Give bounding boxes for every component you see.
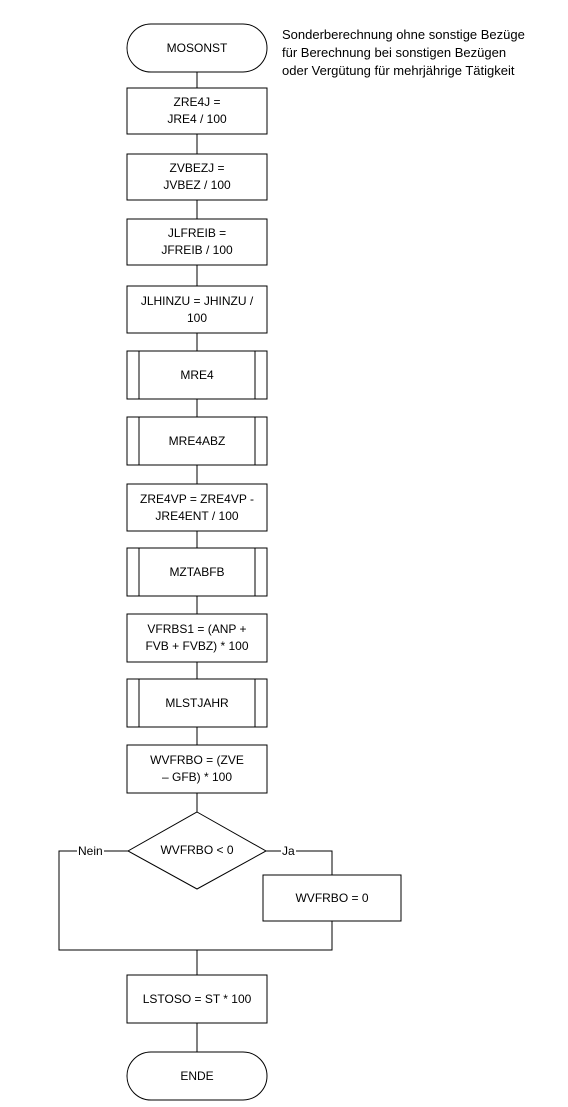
edge-label-no: Nein bbox=[77, 844, 104, 858]
wvfrbo-label: WVFRBO = (ZVE – GFB) * 100 bbox=[150, 753, 244, 784]
connector-yes-branch bbox=[266, 850, 333, 875]
zre4j-label: ZRE4J = JRE4 / 100 bbox=[167, 95, 227, 126]
process-box-zvbezj bbox=[126, 153, 268, 201]
start-label: MOSONST bbox=[166, 40, 228, 55]
description-note: Sonderberechnung ohne sonstige Bezüge fü… bbox=[282, 27, 525, 78]
edge-label-yes: Ja bbox=[281, 844, 296, 858]
process-box-wvfrbo bbox=[126, 744, 268, 794]
process-box-wvfrbo-zero bbox=[262, 874, 402, 922]
end-terminator bbox=[126, 1051, 268, 1101]
mre4-label: MRE4 bbox=[180, 367, 214, 382]
end-label: ENDE bbox=[180, 1068, 214, 1083]
process-box-vfrbs1 bbox=[126, 613, 268, 663]
zre4vp-label: ZRE4VP = ZRE4VP - JRE4ENT / 100 bbox=[140, 491, 254, 523]
zvbezj-label: ZVBEZJ = JVBEZ / 100 bbox=[163, 161, 231, 192]
process-box-jlhinzu bbox=[126, 285, 268, 334]
subroutine-box-mre4abz bbox=[126, 416, 268, 466]
decision-diamond bbox=[126, 811, 268, 890]
jlfreib-label: JLFREIB = JFREIB / 100 bbox=[161, 226, 233, 257]
wvfrbo-zero-label: WVFRBO = 0 bbox=[295, 890, 369, 905]
subroutine-box-mztabfb bbox=[126, 547, 268, 597]
process-box-jlfreib bbox=[126, 218, 268, 266]
vfrbs1-label: VFRBS1 = (ANP + FVB + FVBZ) * 100 bbox=[145, 622, 249, 653]
subroutine-box-mre4 bbox=[126, 350, 268, 400]
process-box-zre4j bbox=[126, 87, 268, 135]
decision-label: WVFRBO < 0 bbox=[160, 843, 234, 857]
process-box-zre4vp bbox=[126, 483, 268, 532]
mlstjahr-label: MLSTJAHR bbox=[165, 695, 229, 710]
process-box-lstoso bbox=[126, 974, 268, 1024]
lstoso-label: LSTOSO = ST * 100 bbox=[142, 991, 252, 1006]
mre4abz-label: MRE4ABZ bbox=[168, 433, 226, 448]
mztabfb-label: MZTABFB bbox=[169, 564, 225, 579]
jlhinzu-label: JLHINZU = JHINZU / 100 bbox=[140, 293, 254, 325]
start-terminator bbox=[126, 23, 268, 73]
subroutine-box-mlstjahr bbox=[126, 678, 268, 728]
